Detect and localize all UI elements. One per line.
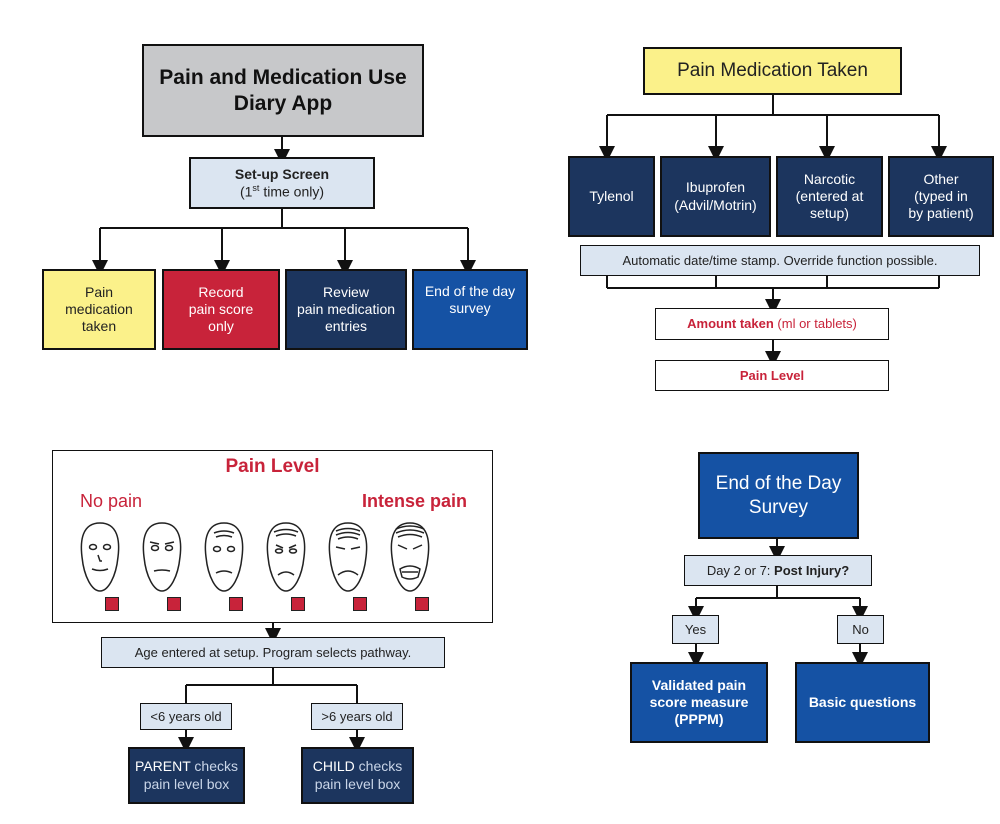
no-pain-label: No pain xyxy=(80,491,143,511)
pain-level-box-2[interactable] xyxy=(167,597,181,611)
medication-title-box: Pain Medication Taken xyxy=(643,47,902,95)
pain-level-box: Pain Level xyxy=(655,360,889,391)
no-box: No xyxy=(837,615,884,644)
pain-scale-title: Pain Level xyxy=(225,456,320,477)
pain-level-box-3[interactable] xyxy=(229,597,243,611)
face-6-icon xyxy=(390,522,430,592)
timestamp-box: Automatic date/time stamp. Override func… xyxy=(580,245,980,276)
amount-taken-box: Amount taken (ml or tablets) xyxy=(655,308,889,340)
setup-screen-subtitle: (1st time only) xyxy=(239,182,325,200)
post-injury-question-box: Day 2 or 7: Post Injury? xyxy=(684,555,872,586)
app-title-line1: Pain and Medication Use xyxy=(159,65,407,89)
setup-screen-box: Set-up Screen (1st time only) xyxy=(189,157,375,209)
basic-questions-box: Basic questions xyxy=(795,662,930,743)
pain-faces xyxy=(80,522,430,592)
med-tylenol: Tylenol xyxy=(568,156,655,237)
face-5-icon xyxy=(328,522,368,592)
pain-level-box-6[interactable] xyxy=(415,597,429,611)
child-checks-box: CHILD checks pain level box xyxy=(301,747,414,804)
app-title-line2: Diary App xyxy=(233,91,333,115)
under-6-box: <6 years old xyxy=(140,703,232,730)
pain-level-box-1[interactable] xyxy=(105,597,119,611)
parent-checks-box: PARENT checks pain level box xyxy=(128,747,245,804)
over-6-box: >6 years old xyxy=(311,703,403,730)
intense-pain-label: Intense pain xyxy=(362,491,468,511)
setup-screen-title: Set-up Screen xyxy=(234,165,330,182)
app-title-box: Pain and Medication Use Diary App xyxy=(142,44,424,137)
yes-box: Yes xyxy=(672,615,719,644)
face-1-icon xyxy=(80,522,120,592)
face-3-icon xyxy=(204,522,244,592)
med-ibuprofen: Ibuprofen(Advil/Motrin) xyxy=(660,156,771,237)
pain-level-box-5[interactable] xyxy=(353,597,367,611)
face-2-icon xyxy=(142,522,182,592)
face-4-icon xyxy=(266,522,306,592)
age-pathway-box: Age entered at setup. Program selects pa… xyxy=(101,637,445,668)
pain-level-box-4[interactable] xyxy=(291,597,305,611)
